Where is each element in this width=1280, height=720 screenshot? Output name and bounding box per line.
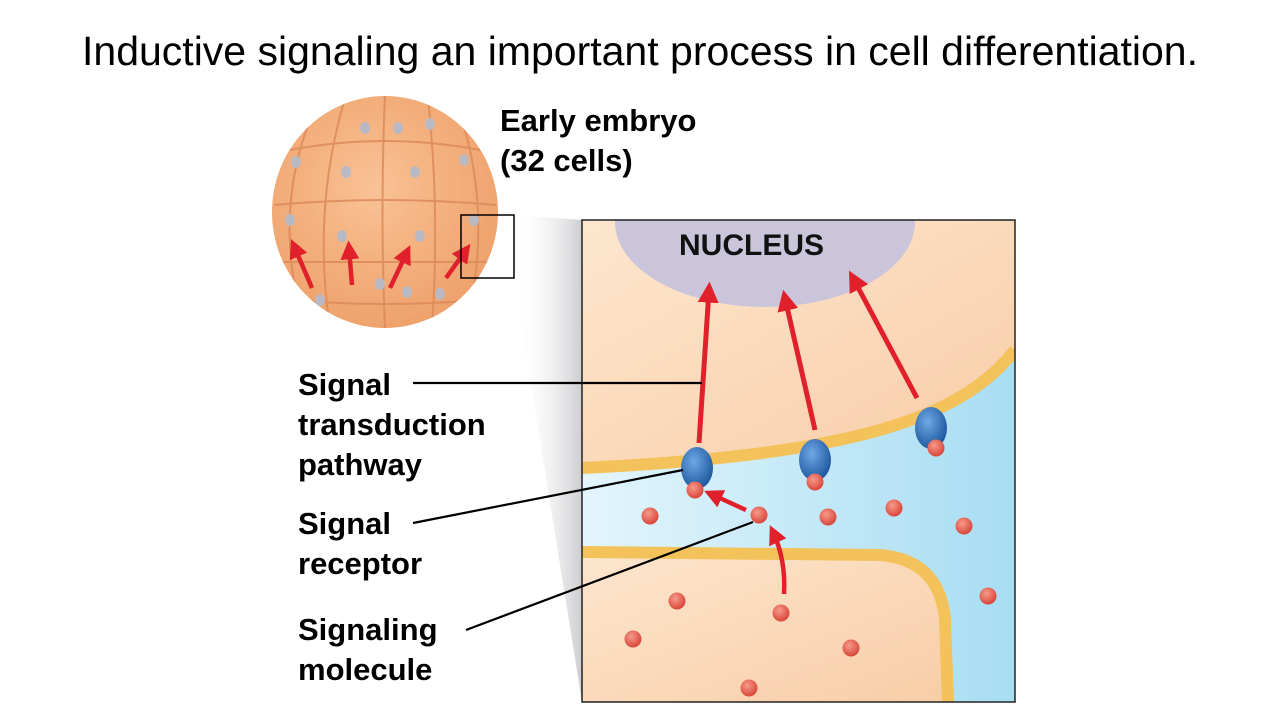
zoom-region-box — [460, 214, 515, 279]
signaling-molecule — [979, 587, 997, 605]
molecule-arrow — [704, 490, 747, 513]
pathway-arrow — [777, 289, 818, 431]
lower-cell-cytoplasm — [582, 552, 948, 702]
signaling-molecules — [624, 439, 997, 697]
embryo-arrow — [340, 240, 360, 286]
label-line: molecule — [298, 652, 433, 687]
slide-title: Inductive signaling an important process… — [82, 28, 1198, 74]
signal-receptors — [681, 407, 947, 489]
label-line: Signal — [298, 506, 392, 541]
signaling-molecule — [955, 517, 973, 535]
signaling-molecule-label: Signaling molecule — [298, 610, 438, 690]
label-line: receptor — [298, 546, 423, 581]
signaling-molecule — [624, 630, 642, 648]
early-embryo — [272, 96, 515, 328]
signaling-molecule — [927, 439, 945, 457]
label-line: Signal — [298, 367, 392, 402]
embryo-nuclei — [285, 118, 479, 306]
signal-transduction-pathway-label: Signal transduction pathway — [298, 365, 486, 485]
early-embryo-label-line: Early embryo — [500, 103, 697, 138]
signal-receptor — [799, 439, 831, 481]
molecule-movement-arrows — [704, 490, 787, 595]
label-line: Signaling — [298, 612, 438, 647]
label-line: pathway — [298, 447, 423, 482]
signaling-molecule — [842, 639, 860, 657]
signaling-molecule — [641, 507, 659, 525]
embryo-arrow — [444, 243, 471, 280]
nucleus-label: NUCLEUS — [679, 229, 825, 262]
signaling-molecule — [885, 499, 903, 517]
label-line: transduction — [298, 407, 486, 442]
signaling-molecule — [806, 473, 824, 491]
cell-count-label-line: (32 cells) — [500, 143, 633, 178]
molecule-leader-line — [465, 520, 754, 632]
pathway-arrow — [696, 281, 719, 444]
receptor-leader-line — [412, 468, 684, 525]
signaling-molecule — [740, 679, 758, 697]
embryo-signal-arrows — [289, 239, 471, 289]
transduction-arrows — [696, 270, 920, 444]
zoomed-cell-detail — [582, 220, 1015, 702]
signaling-molecule — [772, 604, 790, 622]
zoomed-detail-frame — [581, 219, 1016, 703]
early-embryo-label: Early embryo (32 cells) — [500, 101, 696, 181]
zoom-wedge — [514, 215, 582, 702]
pathway-arrow — [849, 270, 920, 400]
nucleus — [615, 220, 915, 307]
signaling-molecule — [750, 506, 768, 524]
signaling-molecule — [686, 481, 704, 499]
label-leader-lines — [412, 381, 754, 632]
embryo-arrow — [289, 239, 315, 289]
embryo-arrow — [387, 245, 411, 289]
signal-receptor — [915, 407, 947, 449]
molecule-arrow — [769, 525, 787, 595]
signaling-molecule — [668, 592, 686, 610]
signal-receptor-label: Signal receptor — [298, 504, 422, 584]
signal-receptor — [681, 447, 713, 489]
signaling-molecule — [819, 508, 837, 526]
lower-cell-membrane — [582, 546, 954, 702]
